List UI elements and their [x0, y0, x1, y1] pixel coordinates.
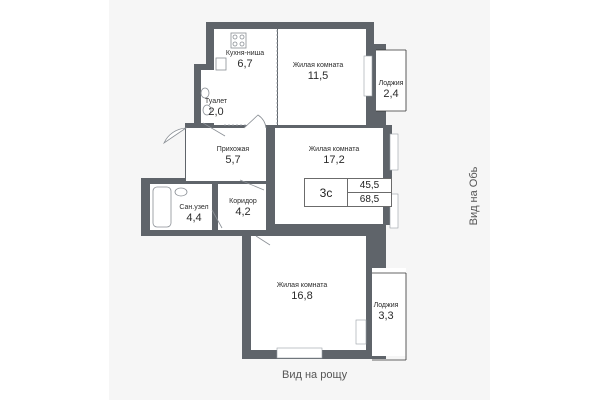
view-label-bottom: Вид на рощу: [282, 369, 348, 381]
room-name: Прихожая: [216, 146, 250, 153]
room-label-living-1: Жилая комната 11,5: [293, 61, 344, 83]
room-name: Туалет: [204, 98, 228, 105]
room-label-living-2: Жилая комната 17,2: [309, 145, 360, 167]
room-label-bathroom: Сан.узел 4,4: [179, 203, 208, 225]
view-label-right: Вид на Обь: [468, 166, 480, 226]
apartment-info-badge: 3с 45,5 68,5: [304, 178, 392, 207]
room-name: Коридор: [229, 198, 257, 205]
room-label-corridor: Коридор 4,2: [229, 197, 257, 219]
room-area: 3,3: [378, 310, 394, 322]
apartment-type: 3с: [305, 179, 348, 206]
room-label-hallway: Прихожая 5,7: [217, 145, 249, 167]
room-area: 4,4: [186, 212, 202, 224]
room-area: 2,0: [208, 106, 224, 118]
room-label-kitchen: Кухня-ниша 6,7: [226, 49, 264, 71]
room-name: Жилая комната: [292, 62, 344, 69]
room-name: Сан.узел: [179, 204, 209, 211]
room-area: 6,7: [237, 58, 253, 70]
room-label-loggia-1: Лоджия 2,4: [379, 79, 404, 101]
room-area: 17,2: [323, 154, 345, 166]
rooms: [150, 29, 406, 356]
room-area: 5,7: [225, 154, 241, 166]
room-label-living-3: Жилая комната 16,8: [277, 281, 328, 303]
room-name: Жилая комната: [308, 146, 360, 153]
room-name: Жилая комната: [276, 282, 328, 289]
room-name: Кухня-ниша: [225, 50, 265, 57]
room-label-toilet: Туалет 2,0: [205, 97, 227, 119]
room-area: 4,2: [235, 206, 251, 218]
room-area: 2,4: [383, 88, 399, 100]
room-area: 16,8: [291, 290, 313, 302]
room-name: Лоджия: [373, 302, 399, 309]
room-name: Лоджия: [378, 80, 404, 87]
room-label-loggia-2: Лоджия 3,3: [374, 301, 399, 323]
room-area: 11,5: [307, 70, 329, 82]
living-area: 45,5: [359, 180, 380, 191]
total-area: 68,5: [348, 192, 391, 206]
